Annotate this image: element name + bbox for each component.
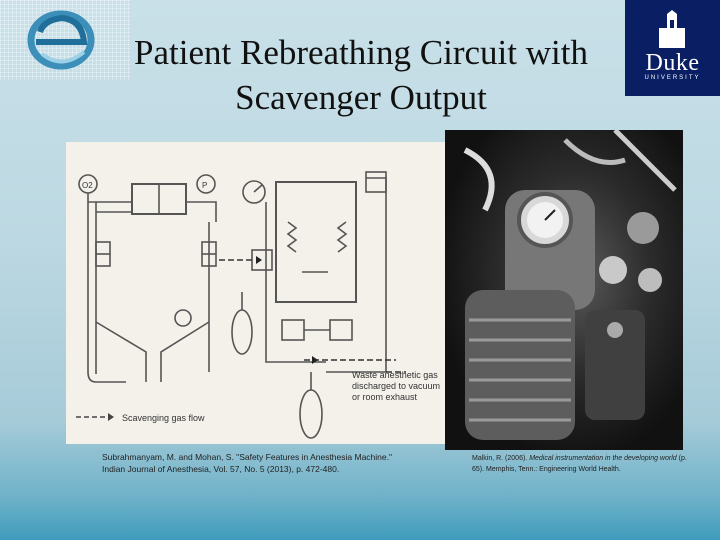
legend-scavenging-label: Scavenging gas flow [122, 413, 205, 423]
rebreathing-circuit-diagram: O2 P Waste anesthetic gas discharged to … [66, 142, 446, 444]
duke-university-label: UNIVERSITY [644, 75, 701, 81]
citation-right-suffix: (p. 65). Memphis, Tenn.: Engineering Wor… [472, 455, 687, 473]
slide-title: Patient Rebreathing Circuit with Scaveng… [134, 33, 588, 117]
waste-gas-label-line-1: Waste anesthetic gas [352, 370, 438, 380]
waste-gas-label-line-3: or room exhaust [352, 392, 418, 402]
o2-label: O2 [82, 181, 93, 190]
chapel-tower-icon [659, 10, 685, 48]
citation-right-prefix: Malkin, R. (2006). [472, 455, 530, 462]
e-logo-icon [27, 10, 95, 70]
citation-right-title: Medical instrumentation in the developin… [529, 455, 677, 462]
citation-left: Subrahmanyam, M. and Mohan, S. "Safety F… [102, 452, 392, 474]
pressure-label: P [202, 181, 207, 190]
waste-gas-label-line-2: discharged to vacuum [352, 381, 440, 391]
citation-right: Malkin, R. (2006). Medical instrumentati… [472, 453, 687, 475]
duke-wordmark: Duke [645, 50, 700, 76]
duke-logo: Duke UNIVERSITY [625, 0, 720, 96]
anesthesia-machine-photo [445, 130, 683, 450]
